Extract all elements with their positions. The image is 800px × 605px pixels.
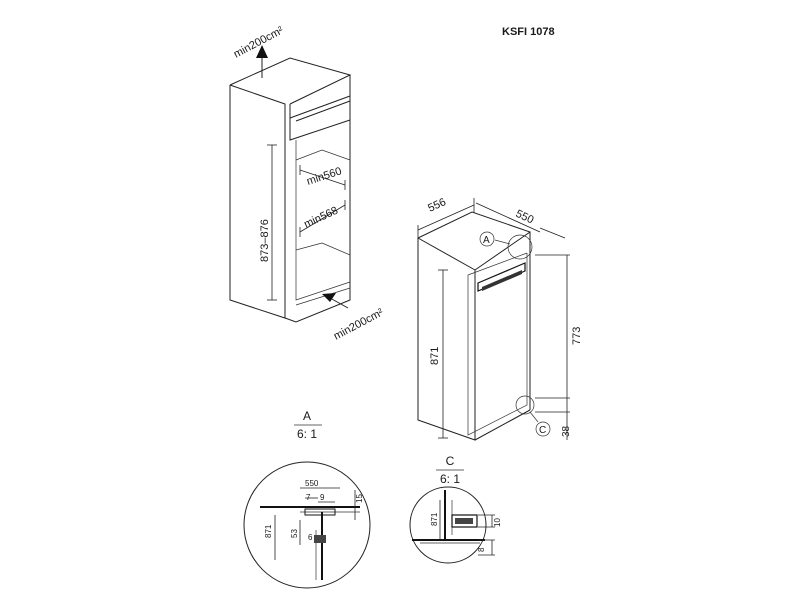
detail-a-53: 53: [290, 529, 299, 538]
detail-a-scale: 6: 1: [297, 427, 317, 441]
model-title: KSFI 1078: [502, 26, 555, 38]
detail-a-9: 9: [320, 493, 325, 502]
appliance-depth-label: 550: [514, 208, 536, 227]
niche-cabinet: [229, 45, 352, 323]
detail-c-scale: 6: 1: [440, 472, 460, 486]
bottom-gap-label: 38: [561, 425, 572, 437]
niche-depth-label: min560: [305, 165, 343, 188]
detail-a-7: 7: [306, 493, 311, 502]
detail-a-view: [243, 461, 371, 589]
detail-a-15: 15: [355, 494, 364, 503]
detail-a-6: 6: [308, 533, 313, 542]
detail-c-10: 10: [493, 518, 502, 527]
marker-c-label: C: [539, 425, 546, 436]
marker-a-label: A: [483, 235, 490, 246]
detail-c-871: 871: [430, 512, 439, 526]
detail-c-8: 8: [477, 547, 486, 552]
detail-a-550: 550: [305, 479, 319, 488]
detail-a-title: A: [303, 409, 311, 423]
appliance-height-label: 871: [429, 347, 441, 365]
detail-a-871: 871: [264, 524, 273, 538]
appliance-width-label: 556: [426, 196, 448, 215]
appliance-body: [417, 198, 570, 441]
detail-c-title: C: [446, 454, 455, 468]
vent-bottom-label: min200cm²: [332, 306, 386, 342]
door-height-label: 773: [571, 327, 583, 345]
niche-width-label: min568: [302, 205, 340, 231]
detail-c-view: [409, 486, 495, 564]
niche-height-label: 873–876: [259, 219, 271, 262]
